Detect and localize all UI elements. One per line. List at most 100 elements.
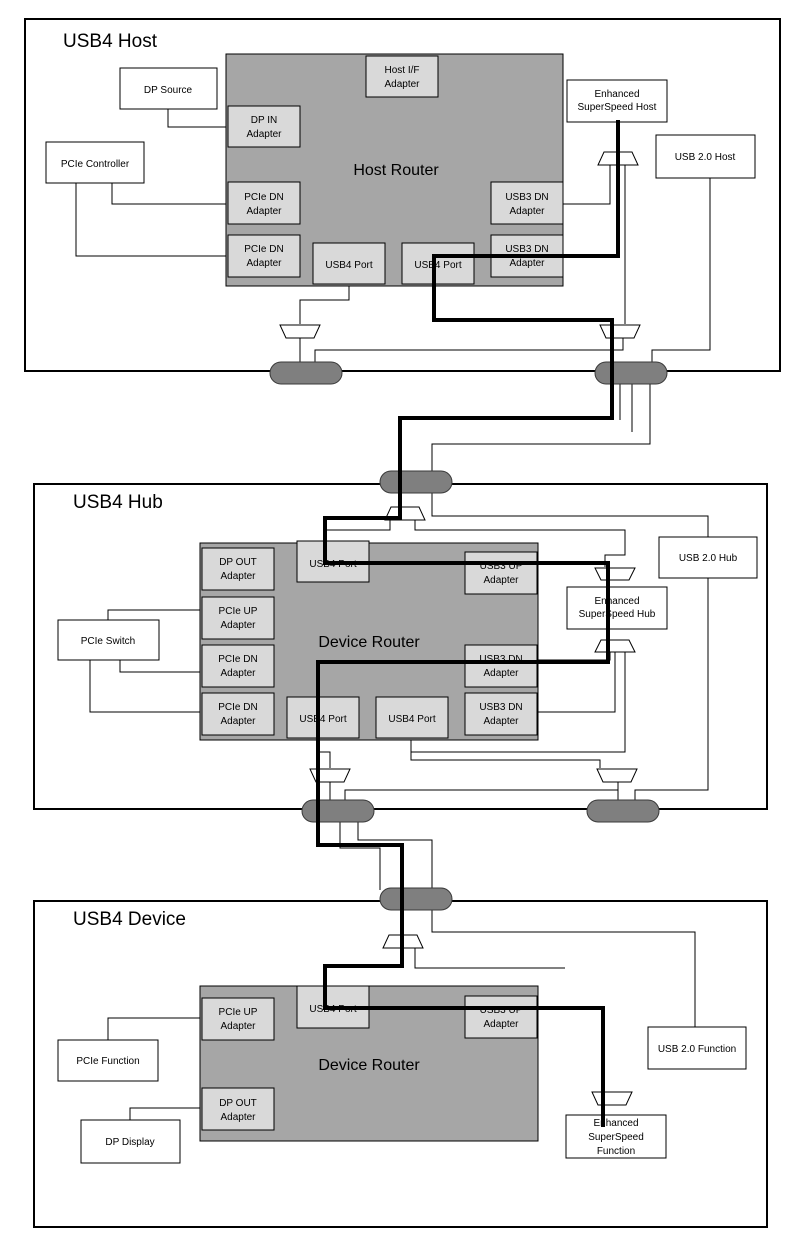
- device-pcie-up-adapter: [201, 997, 275, 1041]
- host-pcie-dn-2-line1: PCIe DN: [244, 244, 283, 255]
- usb2-hub-box: [658, 536, 758, 579]
- host-side-boxes: DP Source PCIe Controller Enhanced Super…: [45, 67, 756, 184]
- usb4-device-title: USB4 Device: [73, 909, 186, 930]
- device-usb3-up-line2: Adapter: [483, 1019, 519, 1030]
- hub-usb3-dn-2-line2: Adapter: [483, 716, 519, 727]
- hub-dp-out-line2: Adapter: [220, 571, 256, 582]
- hub-usb3-dn-1-line2: Adapter: [483, 668, 519, 679]
- dp-display-label: DP Display: [105, 1137, 154, 1148]
- host-pcie-dn-1-line2: Adapter: [246, 206, 282, 217]
- enhanced-function-line3: Function: [597, 1146, 635, 1157]
- host-usb3-dn-2-line2: Adapter: [509, 258, 545, 269]
- enhanced-host-line1: Enhanced: [594, 89, 639, 100]
- hub-usb4-port-dn-2: [375, 696, 449, 739]
- enhanced-hub-line2: SuperSpeed Hub: [579, 609, 656, 620]
- hub-mux-usb3-up: [594, 567, 636, 581]
- dp-in-adapter-line1: DP IN: [251, 115, 278, 126]
- host-pcie-dn-1-line1: PCIe DN: [244, 192, 283, 203]
- hub-pcie-dn-2-line2: Adapter: [220, 716, 256, 727]
- host-pcie-dn-adapter-1: [227, 181, 301, 225]
- host-router-title: Host Router: [353, 162, 439, 179]
- device-usb3-up-line1: USB3 UP: [480, 1005, 523, 1016]
- device-dp-out-line2: Adapter: [220, 1112, 256, 1123]
- dp-source-box: [119, 67, 218, 110]
- connector-lines: [75, 109, 711, 1120]
- host-pcie-dn-2-line2: Adapter: [246, 258, 282, 269]
- pcie-function-label: PCIe Function: [76, 1056, 139, 1067]
- hub-usb4-port-dn-2-label: USB4 Port: [388, 714, 435, 725]
- device-mux-usb3: [591, 1091, 633, 1106]
- dp-in-adapter: [227, 105, 301, 148]
- host-connector-left: [269, 361, 343, 385]
- device-pcie-up-line1: PCIe UP: [219, 1007, 258, 1018]
- usb2-function-label: USB 2.0 Function: [658, 1044, 736, 1055]
- host-usb3-dn-adapter-1: [490, 181, 564, 225]
- host-connector-right: [594, 361, 668, 385]
- hub-pcie-up-adapter: [201, 596, 275, 640]
- host-mux-right: [599, 324, 641, 339]
- hub-usb3-up-adapter: [464, 551, 538, 595]
- hub-mux-usb3-dn: [594, 639, 636, 653]
- device-dp-out-line1: DP OUT: [219, 1098, 257, 1109]
- hub-usb3-dn-1-line1: USB3 DN: [479, 654, 522, 665]
- enhanced-superspeed-host-box: [566, 79, 668, 123]
- hub-pcie-dn-adapter-2: [201, 692, 275, 736]
- hub-pcie-dn-2-line1: PCIe DN: [218, 702, 257, 713]
- dp-source-label: DP Source: [144, 85, 193, 96]
- usb4-hub-title: USB4 Hub: [73, 492, 163, 513]
- hub-usb3-dn-adapter-1: [464, 644, 538, 688]
- usb2-hub-label: USB 2.0 Hub: [679, 553, 738, 564]
- hub-pcie-up-line2: Adapter: [220, 620, 256, 631]
- hub-usb3-dn-adapter-2: [464, 692, 538, 736]
- host-usb3-dn-1-line2: Adapter: [509, 206, 545, 217]
- hub-usb3-up-line2: Adapter: [483, 575, 519, 586]
- superspeed-data-path: [316, 120, 620, 1127]
- pcie-controller-box: [45, 141, 145, 184]
- host-usb3-dn-1-line1: USB3 DN: [505, 192, 548, 203]
- device-pcie-up-line2: Adapter: [220, 1021, 256, 1032]
- host-if-adapter-line1: Host I/F: [384, 65, 419, 76]
- hub-usb3-dn-2-line1: USB3 DN: [479, 702, 522, 713]
- host-if-adapter: [365, 55, 439, 98]
- device-usb3-up-adapter: [464, 995, 538, 1039]
- hub-pcie-up-line1: PCIe UP: [219, 606, 258, 617]
- host-router: Host Router Host I/F Adapter DP IN Adapt…: [225, 53, 564, 287]
- hub-connector-up: [379, 470, 453, 494]
- dp-in-adapter-line2: Adapter: [246, 129, 282, 140]
- hub-pcie-dn-1-line2: Adapter: [220, 668, 256, 679]
- host-pcie-dn-adapter-2: [227, 234, 301, 278]
- hub-connector-right: [586, 799, 660, 823]
- dp-display-box: [80, 1119, 181, 1164]
- host-mux-left: [279, 324, 321, 339]
- enhanced-function-line1: Enhanced: [593, 1118, 638, 1129]
- hub-usb4-port-dn-1: [286, 696, 360, 739]
- hub-pcie-dn-adapter-1: [201, 644, 275, 688]
- hub-usb4-port-dn-1-label: USB4 Port: [299, 714, 346, 725]
- host-usb3-dn-2-line1: USB3 DN: [505, 244, 548, 255]
- host-if-adapter-line2: Adapter: [384, 79, 420, 90]
- host-usb4-port-2: [401, 242, 475, 285]
- pcie-controller-label: PCIe Controller: [61, 159, 130, 170]
- device-dp-out-adapter: [201, 1087, 275, 1131]
- hub-side-boxes: PCIe Switch USB 2.0 Hub Enhanced SuperSp…: [57, 536, 758, 661]
- hub-mux-right: [596, 768, 638, 783]
- hub-connector-left: [301, 799, 375, 823]
- host-usb4-port-2-label: USB4 Port: [414, 260, 461, 271]
- usb4-host-title: USB4 Host: [63, 31, 158, 52]
- hub-device-router: Device Router USB4 Port DP OUT Adapter P…: [199, 540, 539, 741]
- usb2-function-box: [647, 1026, 747, 1070]
- hub-router-title: Device Router: [318, 634, 420, 651]
- enhanced-superspeed-hub-box: [566, 586, 668, 630]
- usb4-host-frame: [24, 18, 781, 372]
- hub-dp-out-line1: DP OUT: [219, 557, 257, 568]
- usb2-host-label: USB 2.0 Host: [675, 152, 736, 163]
- hub-pcie-dn-1-line1: PCIe DN: [218, 654, 257, 665]
- usb2-host-box: [655, 134, 756, 179]
- device-side-boxes: PCIe Function DP Display USB 2.0 Functio…: [57, 1026, 747, 1164]
- host-usb4-port-1: [312, 242, 386, 285]
- device-router-title: Device Router: [318, 1057, 420, 1074]
- pcie-switch-box: [57, 619, 160, 661]
- host-usb4-port-1-label: USB4 Port: [325, 260, 372, 271]
- enhanced-superspeed-function-box: [565, 1114, 667, 1159]
- pcie-switch-label: PCIe Switch: [81, 636, 135, 647]
